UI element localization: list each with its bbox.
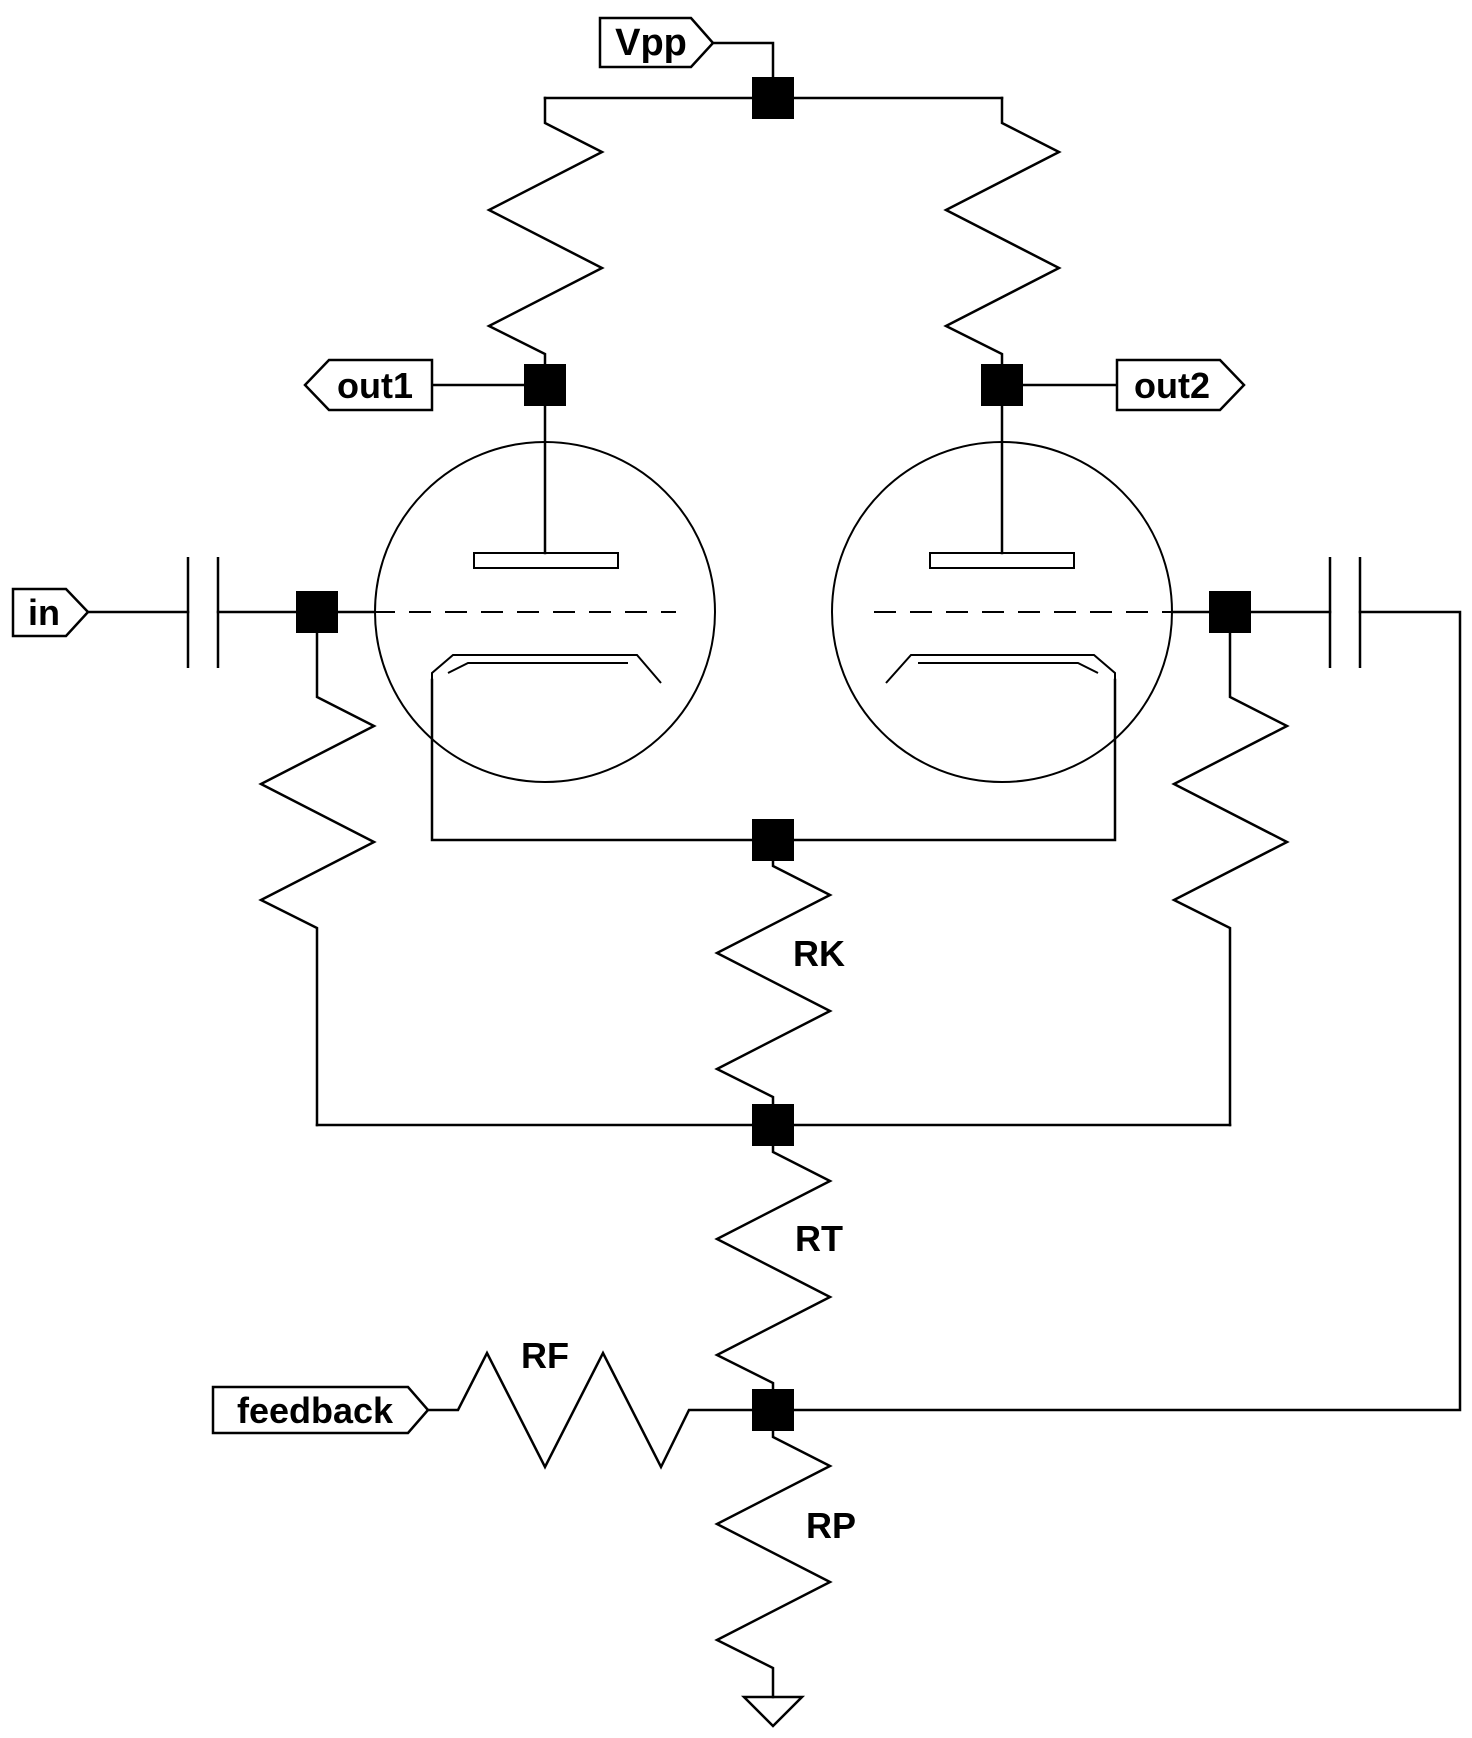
port-feedback — [211, 1385, 430, 1435]
grid-resistor-right — [1171, 610, 1290, 1127]
port-out2 — [1115, 358, 1246, 412]
triode-left-cathode — [431, 654, 662, 684]
plate-resistor-right — [943, 96, 1062, 387]
resistor-rt-label: RT — [795, 1218, 843, 1259]
port-out1-label: out1 — [337, 365, 413, 406]
triode-left-plate — [473, 552, 619, 569]
junction-out2 — [981, 364, 1023, 406]
wires — [86, 41, 1462, 1699]
junction-grid-right — [1209, 591, 1251, 633]
resistor-rp — [714, 1408, 833, 1699]
port-feedback-label: feedback — [237, 1390, 394, 1431]
triode-right-plate — [929, 552, 1075, 569]
coupling-capacitor-right — [1328, 557, 1362, 668]
port-vpp — [598, 16, 715, 69]
port-out2-label: out2 — [1134, 365, 1210, 406]
junction-out1 — [524, 364, 566, 406]
port-in — [11, 587, 90, 638]
resistor-rt — [714, 1123, 833, 1412]
junction-grid-left — [296, 591, 338, 633]
resistor-rk — [714, 838, 833, 1127]
ground-symbol — [740, 1695, 806, 1728]
junctions — [296, 77, 1251, 1431]
junction-feedback — [752, 1389, 794, 1431]
cathode-bus — [430, 678, 1117, 842]
junction-cathode — [752, 819, 794, 861]
junction-grid-return — [752, 1104, 794, 1146]
coupling-capacitor-left — [186, 557, 220, 668]
grid-resistor-left — [258, 610, 377, 1127]
labels: Vpp out1 out2 in feedback RK RT RF RP — [28, 22, 1210, 1546]
port-vpp-label: Vpp — [615, 22, 687, 64]
triode-right-cathode — [885, 654, 1116, 684]
plate-resistor-left — [486, 96, 605, 387]
resistor-rf-label: RF — [521, 1335, 569, 1376]
ports — [11, 16, 1246, 1435]
resistor-rf — [426, 1350, 775, 1470]
coupling-to-feedback-node — [771, 610, 1462, 1412]
junction-vpp — [752, 77, 794, 119]
resistor-rp-label: RP — [806, 1505, 856, 1546]
resistor-rk-label: RK — [793, 933, 845, 974]
triode-right — [831, 441, 1173, 783]
port-in-label: in — [28, 592, 60, 633]
port-out1 — [303, 358, 434, 412]
triode-left — [373, 441, 716, 783]
